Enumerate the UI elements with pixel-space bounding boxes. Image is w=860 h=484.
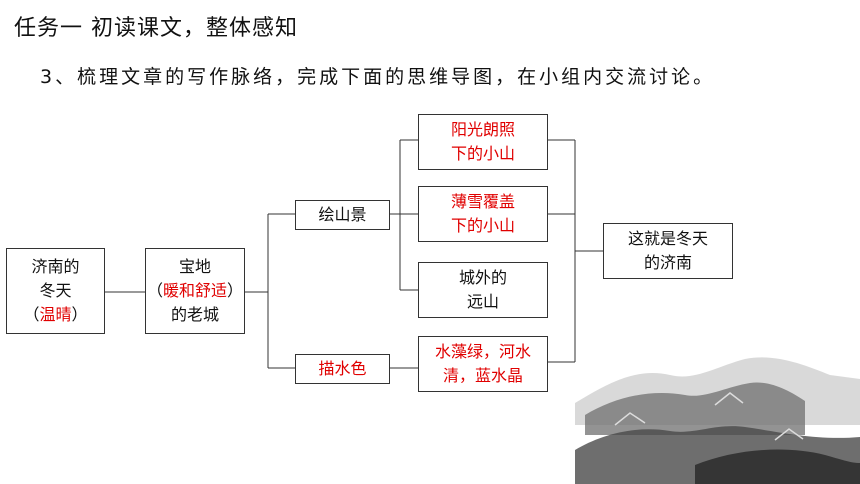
- conclusion-node: 这就是冬天 的济南: [603, 223, 733, 279]
- root-line2: 冬天: [39, 281, 72, 300]
- ink-landscape-illustration: [575, 357, 860, 484]
- level1-highlight: 暖和舒适: [162, 281, 227, 300]
- leaf-snow-line2: 下的小山: [450, 216, 515, 235]
- task-title: 任务一 初读课文，整体感知: [14, 16, 298, 41]
- level1-line2: （暖和舒适）: [146, 281, 244, 300]
- branch-water-node: 描水色: [295, 354, 390, 384]
- leaf-water-line1: 水藻绿，河水: [434, 342, 531, 361]
- leaf-distant-line2: 远山: [466, 292, 499, 311]
- root-highlight: 温晴: [39, 305, 72, 324]
- level1-line3: 的老城: [170, 305, 219, 324]
- conclusion-line2: 的济南: [643, 253, 692, 272]
- branch-mountain-node: 绘山景: [295, 200, 390, 230]
- leaf-snow-node: 薄雪覆盖 下的小山: [418, 186, 548, 242]
- root-line3: （温晴）: [23, 305, 88, 324]
- instruction-text: 3、梳理文章的写作脉络，完成下面的思维导图，在小组内交流讨论。: [40, 66, 716, 88]
- leaf-distant-node: 城外的 远山: [418, 262, 548, 318]
- level1-line1: 宝地: [178, 257, 211, 276]
- leaf-sunlit-line2: 下的小山: [450, 144, 515, 163]
- root-line1: 济南的: [31, 257, 80, 276]
- conclusion-line1: 这就是冬天: [627, 229, 708, 248]
- leaf-sunlit-node: 阳光朗照 下的小山: [418, 114, 548, 170]
- leaf-sunlit-line1: 阳光朗照: [450, 120, 515, 139]
- leaf-snow-line1: 薄雪覆盖: [450, 192, 515, 211]
- leaf-distant-line1: 城外的: [458, 268, 507, 287]
- level1-node: 宝地 （暖和舒适） 的老城: [145, 248, 245, 334]
- root-node: 济南的 冬天 （温晴）: [6, 248, 105, 334]
- leaf-water-node: 水藻绿，河水 清，蓝水晶: [418, 336, 548, 392]
- leaf-water-line2: 清，蓝水晶: [442, 366, 523, 385]
